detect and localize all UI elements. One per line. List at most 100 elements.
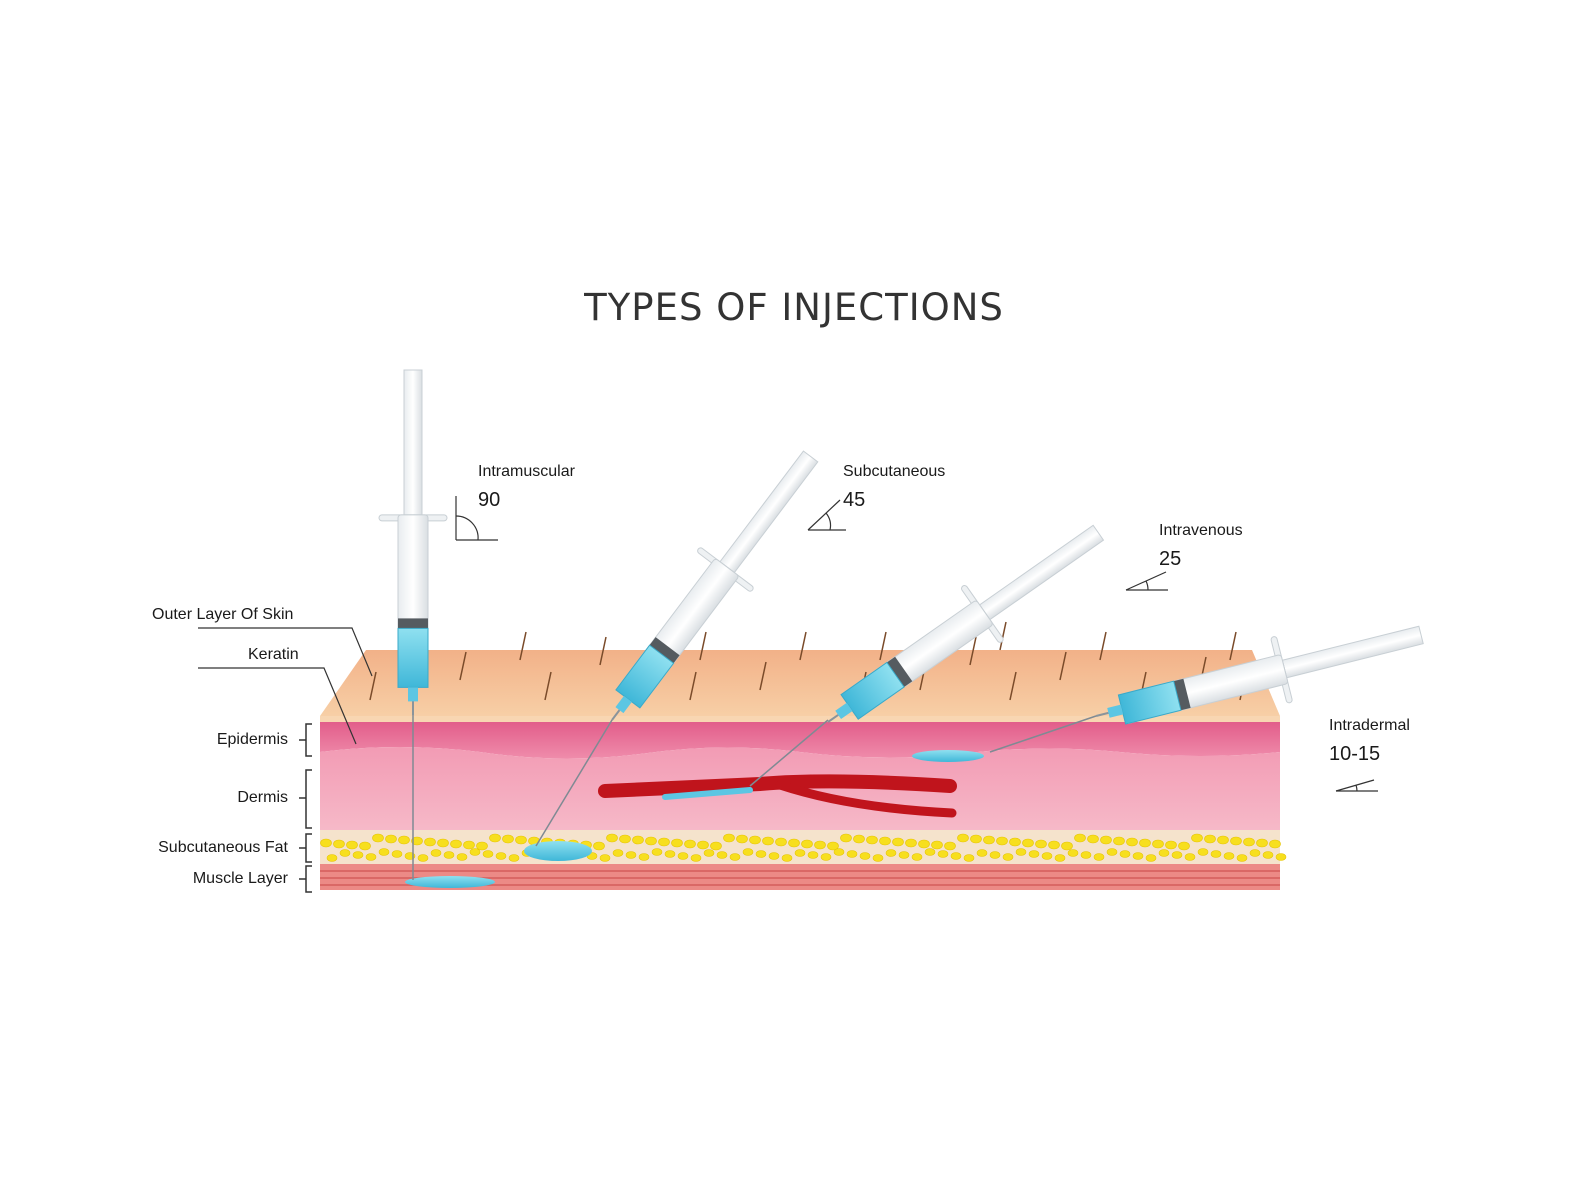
fat-cell	[1113, 836, 1125, 846]
subcutaneous-fluid	[524, 841, 592, 861]
fat-cell	[872, 854, 884, 862]
hair	[544, 671, 552, 701]
fat-cell	[365, 853, 377, 861]
fat-cell	[1119, 850, 1131, 858]
fat-cell	[1184, 853, 1196, 861]
fat-cell	[1165, 840, 1177, 850]
intradermal-fluid	[912, 750, 984, 762]
fat-cell	[950, 852, 962, 860]
fat-cell	[450, 839, 462, 849]
fat-cell	[437, 838, 449, 848]
fat-cell	[1178, 841, 1190, 851]
fat-cell	[1022, 838, 1034, 848]
fat-cell	[1048, 840, 1060, 850]
fat-cell	[385, 834, 397, 844]
fat-cell	[1145, 854, 1157, 862]
leader-lines	[198, 627, 373, 745]
fat-cell	[612, 849, 624, 857]
fat-cell	[482, 850, 494, 858]
syringe-intradermal	[1095, 625, 1424, 725]
fat-cells	[320, 833, 1287, 862]
fat-cell	[1067, 849, 1079, 857]
angle-subcutaneous: 45	[843, 489, 866, 511]
fat-cell	[846, 850, 858, 858]
hair	[519, 631, 527, 661]
fat-cell	[885, 849, 897, 857]
fat-cell	[755, 850, 767, 858]
hair	[699, 631, 707, 661]
fat-cell	[749, 835, 761, 845]
fat-cell	[924, 848, 936, 856]
angle-10-15-icon	[1335, 779, 1378, 792]
hair	[879, 631, 887, 661]
label-dermis: Dermis	[237, 789, 288, 806]
fat-cell	[983, 835, 995, 845]
hair	[1229, 631, 1237, 661]
angle-intravenous: 25	[1159, 548, 1182, 570]
fat-cell	[742, 848, 754, 856]
label-intradermal: Intradermal	[1329, 717, 1410, 734]
hair	[999, 621, 1007, 651]
fat-cell	[807, 851, 819, 859]
fat-cell	[879, 836, 891, 846]
fat-cell	[619, 834, 631, 844]
fat-cell	[853, 834, 865, 844]
fat-cell	[976, 849, 988, 857]
layer-brackets	[299, 723, 312, 893]
fat-cell	[1015, 848, 1027, 856]
fat-cell	[931, 840, 943, 850]
fat-cell	[1080, 851, 1092, 859]
fat-cell	[1041, 852, 1053, 860]
fat-cell	[664, 850, 676, 858]
fat-cell	[1152, 839, 1164, 849]
fat-cell	[905, 838, 917, 848]
fat-cell	[970, 834, 982, 844]
fat-cell	[866, 835, 878, 845]
angle-90-icon	[455, 496, 498, 541]
fat-cell	[463, 840, 475, 850]
hair	[369, 671, 377, 701]
fat-cell	[632, 835, 644, 845]
fat-cell	[359, 841, 371, 851]
fat-cell	[625, 851, 637, 859]
vein-fluid	[662, 787, 753, 800]
angle-25-icon	[1125, 571, 1168, 591]
fat-cell	[814, 840, 826, 850]
syringe-subcutaneous	[611, 450, 819, 721]
fat-cell	[898, 851, 910, 859]
hair	[1099, 631, 1107, 661]
fat-cell	[788, 838, 800, 848]
fat-cell	[697, 840, 709, 850]
fat-cell	[352, 851, 364, 859]
label-outer-layer: Outer Layer Of Skin	[152, 606, 294, 623]
fat-cell	[599, 854, 611, 862]
needles-in-skin	[412, 700, 1097, 880]
fat-cell	[1243, 837, 1255, 847]
fat-cell	[593, 841, 605, 851]
diagram-title: TYPES OF INJECTIONS	[584, 286, 1004, 329]
angle-intramuscular: 90	[478, 489, 501, 511]
fat-cell	[372, 833, 384, 843]
fat-cell	[417, 854, 429, 862]
fat-cell	[1106, 848, 1118, 856]
fat-cell	[703, 849, 715, 857]
fat-cell	[495, 852, 507, 860]
fat-cell	[443, 851, 455, 859]
fat-cell	[411, 836, 423, 846]
fat-cell	[729, 853, 741, 861]
fat-cell	[768, 852, 780, 860]
fat-cell	[1197, 848, 1209, 856]
outer-skin-surface	[320, 650, 1280, 716]
fat-cell	[476, 841, 488, 851]
label-epidermis: Epidermis	[216, 731, 288, 748]
fat-cell	[1262, 851, 1274, 859]
fat-cell	[391, 850, 403, 858]
fat-cell	[1217, 835, 1229, 845]
fat-cell	[1009, 837, 1021, 847]
fat-cell	[378, 848, 390, 856]
fat-cell	[1223, 852, 1235, 860]
vein-branch	[775, 780, 957, 818]
fat-cell	[1087, 834, 1099, 844]
fat-cell	[1132, 852, 1144, 860]
